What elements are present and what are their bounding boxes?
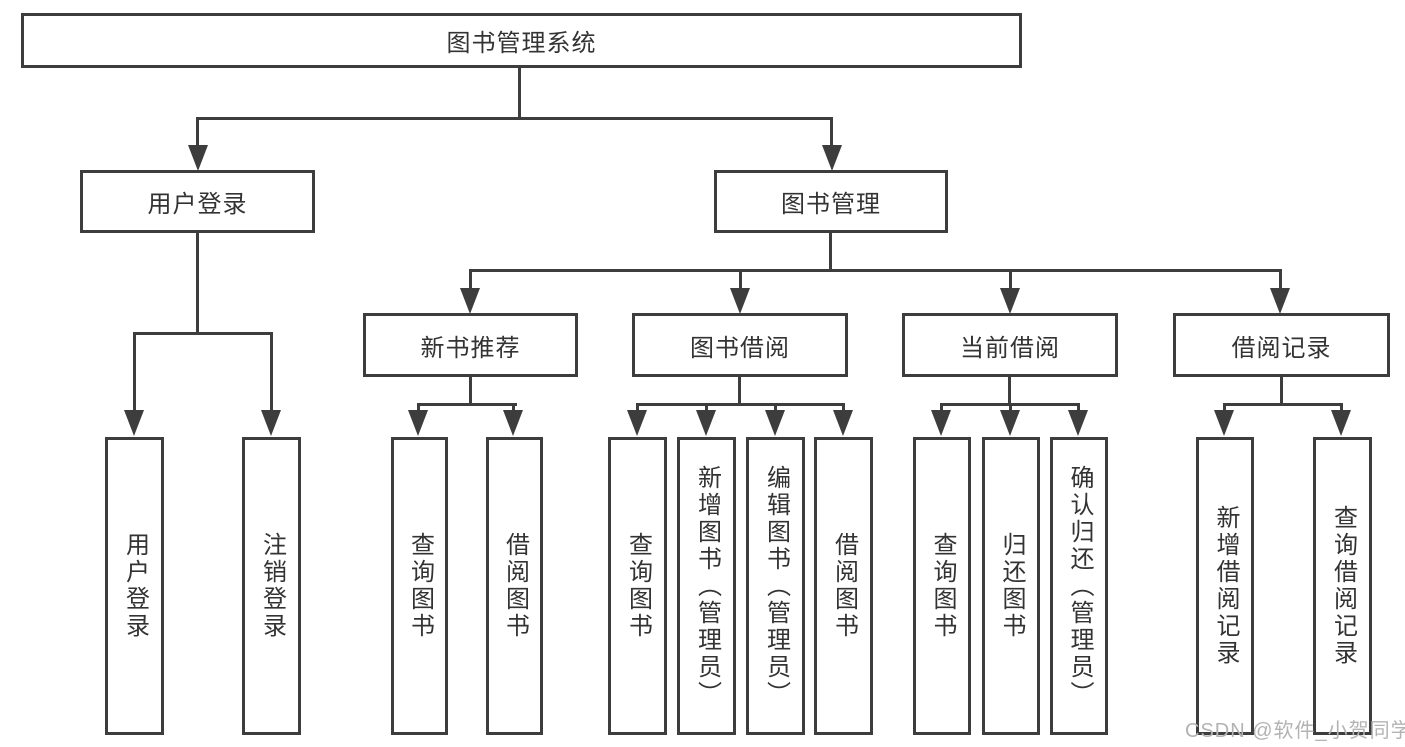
arrowhead-down-icon bbox=[188, 145, 208, 171]
leaf-add-borrow-record: 新增借阅记录 bbox=[1196, 437, 1254, 735]
connector-user-stem-left bbox=[133, 332, 136, 411]
connector-user-stem-right bbox=[270, 332, 273, 411]
connector-root-stem-left bbox=[196, 117, 199, 149]
connector-newbook-stem-2 bbox=[512, 403, 515, 411]
connector-borrow-hline bbox=[636, 403, 845, 406]
node-book-borrow: 图书借阅 bbox=[632, 313, 848, 377]
leaf-confirm-return-admin: 确认归还（管理员） bbox=[1050, 437, 1108, 735]
connector-root-hline bbox=[196, 117, 833, 120]
connector-current-stem-2 bbox=[1009, 403, 1012, 411]
arrowhead-down-icon bbox=[627, 410, 647, 436]
node-current-borrow: 当前借阅 bbox=[902, 313, 1118, 377]
connector-mgmt-hline bbox=[469, 269, 1282, 272]
arrowhead-down-icon bbox=[822, 145, 842, 171]
node-book-management: 图书管理 bbox=[714, 170, 948, 233]
arrowhead-down-icon bbox=[1214, 410, 1234, 436]
leaf-logout: 注销登录 bbox=[242, 437, 301, 735]
connector-borrow-stem-4 bbox=[842, 403, 845, 411]
connector-mgmt-stem-4 bbox=[1279, 269, 1282, 291]
leaf-query-books-current: 查询图书 bbox=[913, 437, 971, 735]
arrowhead-down-icon bbox=[1331, 410, 1351, 436]
arrowhead-down-icon bbox=[1068, 410, 1088, 436]
csdn-watermark: CSDN @软件_小贺同学 bbox=[1185, 720, 1405, 742]
node-new-book-recommend: 新书推荐 bbox=[363, 313, 578, 377]
node-library-management-system: 图书管理系统 bbox=[21, 13, 1022, 68]
arrowhead-down-icon bbox=[1270, 288, 1290, 314]
connector-records-stem-2 bbox=[1340, 403, 1343, 411]
leaf-add-book-admin: 新增图书（管理员） bbox=[677, 437, 736, 735]
arrowhead-down-icon bbox=[261, 410, 281, 436]
arrowhead-down-icon bbox=[765, 410, 785, 436]
connector-mgmt-stem-1 bbox=[469, 269, 472, 291]
leaf-user-login: 用户登录 bbox=[105, 437, 164, 735]
connector-borrow-stem-2 bbox=[705, 403, 708, 411]
connector-newbook-stem-1 bbox=[417, 403, 420, 411]
arrowhead-down-icon bbox=[931, 410, 951, 436]
arrowhead-down-icon bbox=[503, 410, 523, 436]
leaf-query-books-borrow: 查询图书 bbox=[608, 437, 667, 735]
node-user-login: 用户登录 bbox=[80, 170, 315, 233]
arrowhead-down-icon bbox=[124, 410, 144, 436]
connector-root-trunk bbox=[518, 68, 521, 119]
connector-borrow-stem-3 bbox=[774, 403, 777, 411]
connector-current-trunk bbox=[1008, 377, 1011, 406]
connector-records-trunk bbox=[1280, 377, 1283, 406]
leaf-borrow-books: 借阅图书 bbox=[814, 437, 873, 735]
leaf-return-book: 归还图书 bbox=[982, 437, 1040, 735]
connector-records-stem-1 bbox=[1223, 403, 1226, 411]
arrowhead-down-icon bbox=[1000, 288, 1020, 314]
connector-borrow-trunk bbox=[738, 377, 741, 406]
arrowhead-down-icon bbox=[833, 410, 853, 436]
connector-root-stem-right bbox=[830, 117, 833, 149]
node-borrow-records: 借阅记录 bbox=[1173, 313, 1390, 377]
arrowhead-down-icon bbox=[460, 288, 480, 314]
connector-user-trunk bbox=[196, 233, 199, 335]
arrowhead-down-icon bbox=[696, 410, 716, 436]
connector-borrow-stem-1 bbox=[636, 403, 639, 411]
connector-newbook-hline bbox=[417, 403, 517, 406]
connector-user-hline bbox=[133, 332, 273, 335]
leaf-query-books-recommend: 查询图书 bbox=[391, 437, 448, 735]
connector-mgmt-stem-2 bbox=[739, 269, 742, 291]
connector-mgmt-trunk bbox=[829, 233, 832, 272]
arrowhead-down-icon bbox=[408, 410, 428, 436]
arrowhead-down-icon bbox=[730, 288, 750, 314]
connector-mgmt-stem-3 bbox=[1009, 269, 1012, 291]
connector-records-hline bbox=[1223, 403, 1343, 406]
leaf-query-borrow-record: 查询借阅记录 bbox=[1313, 437, 1372, 735]
connector-current-stem-3 bbox=[1077, 403, 1080, 411]
leaf-borrow-books-recommend: 借阅图书 bbox=[486, 437, 543, 735]
connector-current-stem-1 bbox=[940, 403, 943, 411]
arrowhead-down-icon bbox=[1000, 410, 1020, 436]
leaf-edit-book-admin: 编辑图书（管理员） bbox=[746, 437, 805, 735]
connector-newbook-trunk bbox=[469, 377, 472, 406]
